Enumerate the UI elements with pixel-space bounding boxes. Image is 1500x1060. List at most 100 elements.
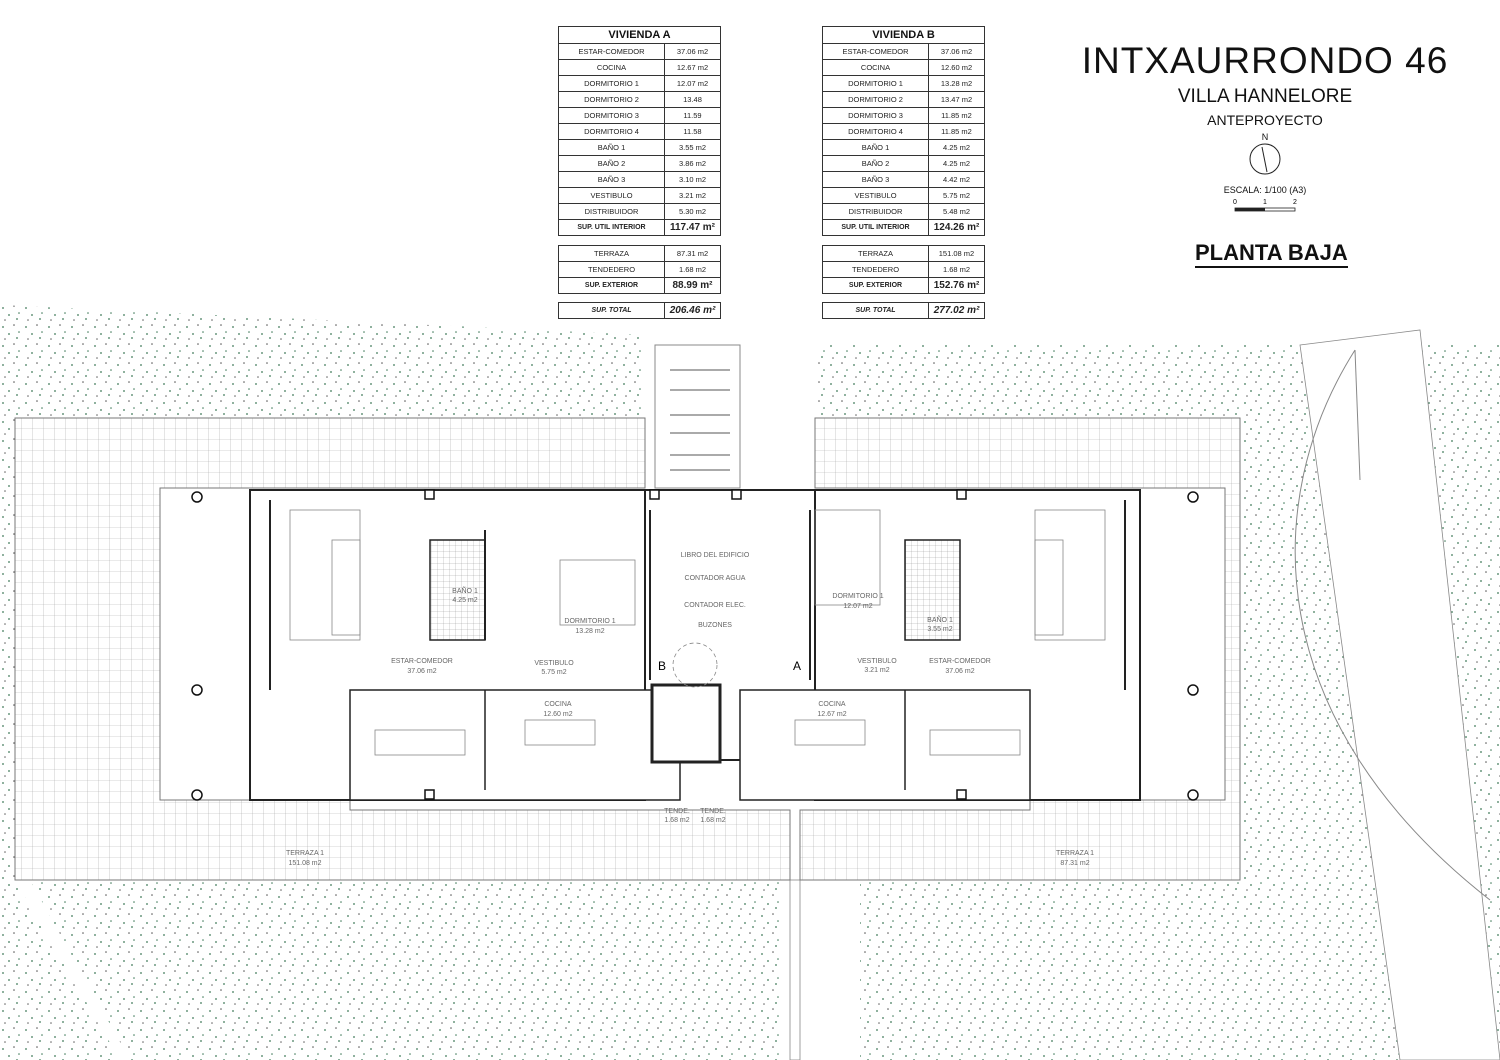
room-area: 11.58 (664, 123, 721, 140)
room-area: 3.21 m2 (664, 187, 721, 204)
room-area: 13.47 m2 (928, 91, 985, 108)
room-name: COCINA (822, 59, 929, 76)
north-label: N (1261, 132, 1269, 142)
area-dorm-right: 12.07 m2 (843, 603, 872, 610)
label-bano-left: BAÑO 1 (452, 586, 478, 595)
room-name: COCINA (558, 59, 665, 76)
total-label: SUP. TOTAL (822, 302, 929, 319)
area-tende-right: 1.68 m2 (700, 817, 725, 824)
exterior-total-value: 88.99 m² (664, 277, 721, 294)
label-estar-left: ESTAR-COMEDOR (391, 658, 453, 665)
total-value: 206.46 m² (664, 302, 721, 319)
label-dorm-right: DORMITORIO 1 (832, 593, 883, 600)
label-terraza-right: TERRAZA 1 (1056, 850, 1094, 857)
room-area: 4.25 m2 (928, 155, 985, 172)
room-name: DORMITORIO 3 (822, 107, 929, 124)
area-cocina-left: 12.60 m2 (543, 711, 572, 718)
area-estar-right: 37.06 m2 (945, 668, 974, 675)
room-area: 12.60 m2 (928, 59, 985, 76)
scale-bar: 0 1 2 (1233, 199, 1297, 212)
building-walls (249, 489, 1141, 801)
label-vest-left: VESTIBULO (534, 660, 574, 667)
room-area: 11.85 m2 (928, 107, 985, 124)
exterior-name: TERRAZA (822, 245, 929, 262)
garden-area (0, 305, 1500, 1060)
room-area: 37.06 m2 (664, 43, 721, 60)
room-name: VESTIBULO (822, 187, 929, 204)
room-area: 12.67 m2 (664, 59, 721, 76)
table-title: VIVIENDA B (822, 26, 985, 44)
project-title: INTXAURRONDO 46 (1081, 40, 1449, 81)
area-bano-right: 3.55 m2 (927, 626, 952, 633)
interior-label: SUP. UTIL INTERIOR (558, 219, 665, 236)
door-label-a: A (793, 659, 801, 673)
area-terraza-right: 87.31 m2 (1060, 860, 1089, 867)
area-cocina-right: 12.67 m2 (817, 711, 846, 718)
label-vest-right: VESTIBULO (857, 658, 897, 665)
room-name: ESTAR-COMEDOR (558, 43, 665, 60)
total-label: SUP. TOTAL (558, 302, 665, 319)
exterior-area: 87.31 m2 (664, 245, 721, 262)
label-buzones: BUZONES (698, 622, 732, 629)
total-value: 277.02 m² (928, 302, 985, 319)
room-name: DISTRIBUIDOR (822, 203, 929, 220)
room-area: 3.86 m2 (664, 155, 721, 172)
plan-name: PLANTA BAJA (1195, 240, 1348, 268)
scale-tick-1: 1 (1263, 199, 1267, 206)
room-name: DISTRIBUIDOR (558, 203, 665, 220)
bike-racks (670, 369, 730, 471)
exterior-name: TENDEDERO (822, 261, 929, 278)
exterior-area: 1.68 m2 (928, 261, 985, 278)
interior-value: 117.47 m² (664, 219, 721, 236)
room-name: BAÑO 2 (558, 155, 665, 172)
label-terraza-left: TERRAZA 1 (286, 850, 324, 857)
room-area: 37.06 m2 (928, 43, 985, 60)
label-estar-right: ESTAR-COMEDOR (929, 658, 991, 665)
room-area: 4.25 m2 (928, 139, 985, 156)
room-name: BAÑO 1 (558, 139, 665, 156)
label-tende-right: TENDE. (700, 808, 726, 815)
table-title: VIVIENDA A (558, 26, 721, 44)
exterior-area: 1.68 m2 (664, 261, 721, 278)
scale-tick-2: 2 (1293, 199, 1297, 206)
area-bano-left: 4.25 m2 (452, 597, 477, 604)
door-label-b: B (658, 659, 666, 673)
title-block: INTXAURRONDO 46 VILLA HANNELORE ANTEPROY… (1070, 40, 1460, 268)
room-area: 3.10 m2 (664, 171, 721, 188)
room-area: 3.55 m2 (664, 139, 721, 156)
north-arrow-icon (1249, 143, 1281, 175)
room-area: 11.85 m2 (928, 123, 985, 140)
room-name: DORMITORIO 2 (822, 91, 929, 108)
exterior-total-label: SUP. EXTERIOR (822, 277, 929, 294)
interior-value: 124.26 m² (928, 219, 985, 236)
label-cocina-left: COCINA (544, 701, 572, 708)
exterior-total-label: SUP. EXTERIOR (558, 277, 665, 294)
room-area: 12.07 m2 (664, 75, 721, 92)
area-dorm-left: 13.28 m2 (575, 628, 604, 635)
scale-label: ESCALA: 1/100 (A3) (1223, 185, 1307, 195)
room-name: VESTIBULO (558, 187, 665, 204)
label-libro: LIBRO DEL EDIFICIO (681, 552, 750, 559)
project-subtitle: VILLA HANNELORE (1177, 86, 1353, 107)
